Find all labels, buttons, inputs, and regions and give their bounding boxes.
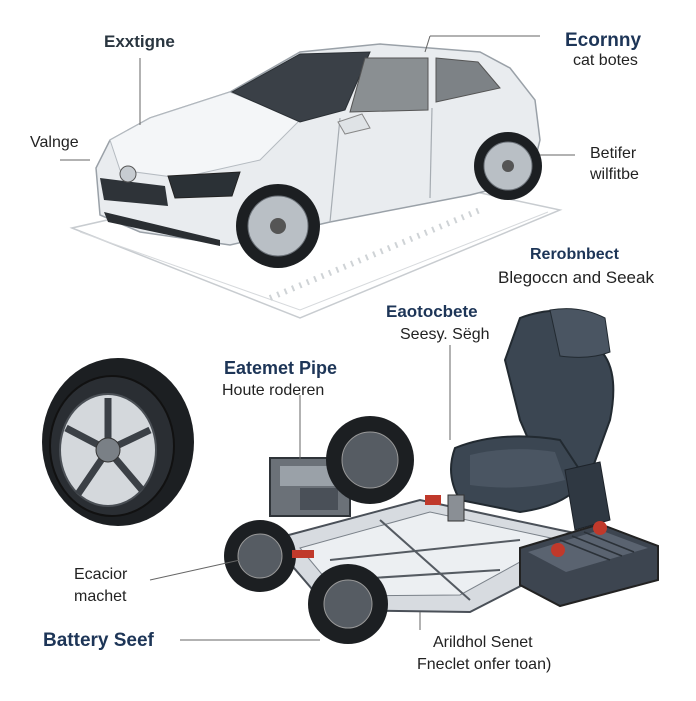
label-machet: machet	[74, 588, 127, 605]
label-battery-seef: Battery Seef	[43, 630, 154, 651]
label-wilfitbe: wilfitbe	[590, 166, 639, 183]
label-rerobnbect: Rerobnbect	[530, 246, 619, 263]
label-cat-botes: cat botes	[573, 52, 638, 69]
label-eatemet-pipe: Eatemet Pipe	[224, 358, 338, 378]
tire-wheel-illustration	[42, 358, 194, 526]
label-valnge: Valnge	[30, 134, 79, 151]
chassis-illustration	[224, 416, 614, 644]
label-ecacior: Ecacior	[74, 566, 128, 583]
label-betifer: Betifer	[590, 145, 637, 162]
label-seesy: Seesy. Sëgh	[400, 326, 490, 343]
label-blegoccn: Blegoccn and Seeak	[498, 268, 654, 287]
label-ecornny: Ecornny	[565, 30, 642, 51]
label-exxtigne: Exxtigne	[104, 32, 175, 51]
label-arildhol-senet: Arildhol Senet	[433, 634, 533, 651]
label-fneclet: Fneclet onfer toan)	[417, 656, 552, 673]
callout-lines	[60, 35, 575, 641]
label-eaotocbete: Eaotocbete	[386, 302, 478, 321]
label-houte-roderen: Houte roderen	[222, 382, 325, 399]
hatchback-car-illustration	[95, 43, 542, 268]
car-seat-illustration	[450, 308, 615, 531]
battery-tray-illustration	[519, 521, 659, 608]
